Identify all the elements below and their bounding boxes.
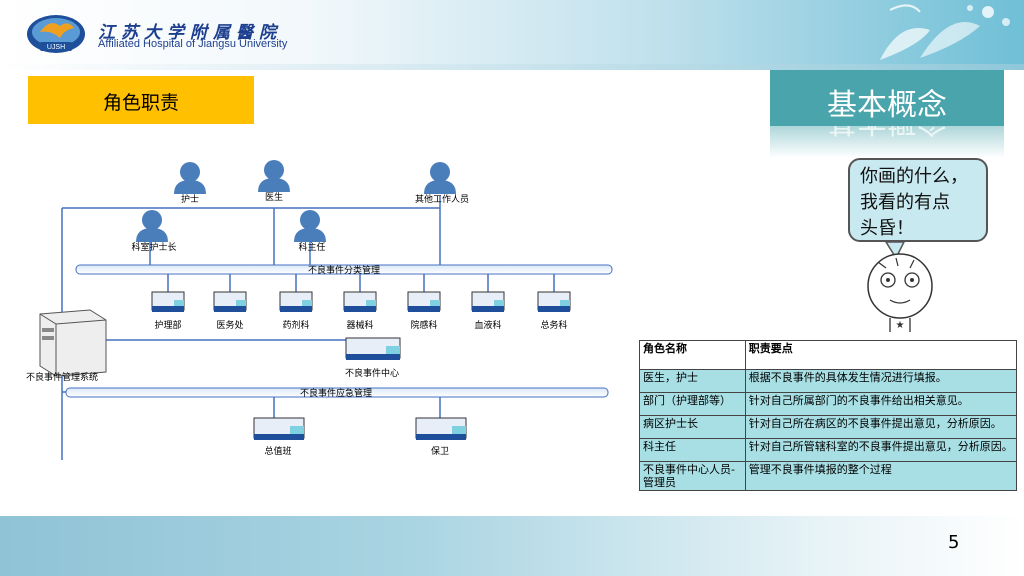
person-nurse-icon: [174, 162, 206, 194]
dept-label: 总务科: [540, 319, 567, 331]
floral-decoration-icon: [880, 4, 1010, 60]
table-cell: 部门（护理部等）: [639, 392, 746, 416]
table-row: 病区护士长 针对自己所在病区的不良事件提出意见，分析原因。: [639, 415, 1018, 439]
logo-english-name: Affiliated Hospital of Jiangsu Universit…: [98, 38, 288, 50]
role-diagram: 护士 医生 其他工作人员 科室护士长 科主任 不良事件分类管理 护理部 医务处 …: [26, 160, 613, 460]
table-cell: 针对自己所属部门的不良事件给出相关意见。: [744, 392, 1018, 416]
label-doctor: 医生: [265, 191, 283, 203]
dept-node-icon: [151, 291, 185, 312]
speech-line: 我看的有点: [860, 192, 950, 213]
table-header-row: 角色名称 职责要点: [639, 340, 1018, 370]
bus-emergency: [65, 387, 609, 398]
bottom-node-label: 总值班: [264, 445, 291, 457]
concept-reflection: 基本概念: [770, 126, 1004, 158]
concept-reflection-text: 基本概念: [770, 126, 1004, 146]
bottom-node-icon: [253, 417, 305, 440]
dept-label: 器械科: [346, 319, 373, 331]
person-doctor-icon: [258, 160, 290, 192]
person-director-icon: [294, 210, 326, 242]
table-row: 医生，护士 根据不良事件的具体发生情况进行填报。: [639, 369, 1018, 393]
table-cell: 科主任: [639, 438, 746, 462]
table-cell: 医生，护士: [639, 369, 746, 393]
dept-node-icon: [213, 291, 247, 312]
table-row: 科主任 针对自己所管辖科室的不良事件提出意见，分析原因。: [639, 438, 1018, 462]
roles-table: 角色名称 职责要点 医生，护士 根据不良事件的具体发生情况进行填报。 部门（护理…: [639, 340, 1018, 491]
header-banner: [0, 0, 1024, 64]
svg-text:★: ★: [896, 320, 905, 331]
server-icon: [39, 309, 107, 377]
dept-label: 院感科: [410, 319, 437, 331]
label-other-staff: 其他工作人员: [415, 193, 469, 205]
center-label: 不良事件中心: [345, 367, 399, 379]
bus-classification: [75, 264, 613, 275]
bottom-node-label: 保卫: [431, 445, 449, 457]
concept-label: 基本概念: [827, 88, 947, 123]
table-cell: 针对自己所管辖科室的不良事件提出意见，分析原因。: [744, 438, 1018, 462]
bottom-node-icon: [415, 417, 467, 440]
table-header: 职责要点: [744, 340, 1018, 370]
person-other-staff-icon: [424, 162, 456, 194]
speech-bubble: 你画的什么， 我看的有点 头昏！: [848, 158, 988, 242]
logo-chinese-name: 江苏大学附属醫院: [98, 23, 282, 43]
dept-node-icon: [407, 291, 441, 312]
dept-node-icon: [343, 291, 377, 312]
dept-label: 药剂科: [282, 319, 309, 331]
table-header: 角色名称: [639, 340, 746, 370]
dept-label: 医务处: [216, 319, 243, 331]
table-cell: 管理不良事件填报的整个过程: [744, 461, 1018, 491]
table-row: 不良事件中心人员-管理员 管理不良事件填报的整个过程: [639, 461, 1018, 491]
center-node-icon: [345, 337, 401, 360]
dept-node-icon: [279, 291, 313, 312]
connector-line: [167, 268, 555, 292]
table-cell: 病区护士长: [639, 415, 746, 439]
dept-node-icon: [537, 291, 571, 312]
label-nurse: 护士: [181, 193, 199, 205]
dept-label: 血液科: [474, 319, 501, 331]
person-head-nurse-icon: [136, 210, 168, 242]
header-divider: [0, 64, 1024, 70]
footer-banner: [0, 516, 1024, 576]
dept-node-icon: [471, 291, 505, 312]
logo-badge: UJSH: [47, 44, 65, 51]
speech-line: 你画的什么，: [860, 166, 968, 187]
speech-line: 头昏！: [860, 218, 914, 239]
slide-title-box: 角色职责: [28, 76, 254, 124]
concept-box: 基本概念: [770, 70, 1004, 126]
speech-bubble-text: 你画的什么， 我看的有点 头昏！: [860, 164, 984, 242]
table-row: 部门（护理部等） 针对自己所属部门的不良事件给出相关意见。: [639, 392, 1018, 416]
table-cell: 不良事件中心人员-管理员: [639, 461, 746, 491]
table-cell: 针对自己所在病区的不良事件提出意见，分析原因。: [744, 415, 1018, 439]
bus-classification-label: 不良事件分类管理: [308, 264, 380, 276]
cartoon-face-icon: ★: [867, 241, 933, 332]
server-label: 不良事件管理系统: [26, 371, 98, 383]
page-number: 5: [948, 532, 960, 553]
label-head-nurse: 科室护士长: [131, 241, 176, 253]
table-cell: 根据不良事件的具体发生情况进行填报。: [744, 369, 1018, 393]
hospital-logo-icon: UJSH: [27, 15, 85, 53]
dept-label: 护理部: [154, 319, 181, 331]
slide-title: 角色职责: [102, 92, 179, 114]
label-director: 科主任: [298, 241, 325, 253]
bus-emergency-label: 不良事件应急管理: [300, 387, 372, 399]
